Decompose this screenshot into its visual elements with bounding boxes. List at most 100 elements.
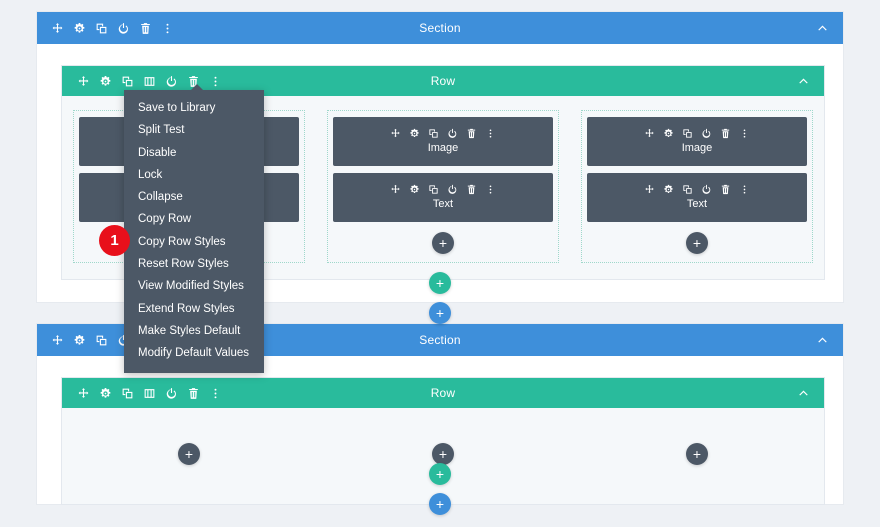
- column-3[interactable]: Image Text +: [581, 110, 813, 263]
- power-icon[interactable]: [447, 184, 458, 195]
- gear-icon[interactable]: [99, 75, 112, 88]
- menu-item-copy-row-styles[interactable]: Copy Row Styles: [138, 235, 226, 248]
- move-icon[interactable]: [77, 387, 90, 400]
- section-header-1[interactable]: Section: [37, 12, 843, 44]
- move-icon[interactable]: [51, 334, 64, 347]
- power-icon[interactable]: [447, 128, 458, 139]
- module-block[interactable]: Image: [333, 117, 553, 166]
- menu-item-save-to-library[interactable]: Save to Library: [138, 102, 216, 114]
- column-1[interactable]: +: [73, 434, 305, 474]
- module-block[interactable]: Text: [587, 173, 807, 222]
- chevron-up-icon[interactable]: [816, 334, 829, 347]
- gear-icon[interactable]: [663, 184, 674, 195]
- trash-icon[interactable]: [466, 128, 477, 139]
- columns-icon[interactable]: [143, 75, 156, 88]
- module-toolbar: [390, 128, 496, 139]
- row-header-2[interactable]: Row: [62, 378, 824, 408]
- vertical-dots-icon[interactable]: [161, 22, 174, 35]
- column-3[interactable]: +: [581, 434, 813, 474]
- add-module-label: +: [692, 234, 702, 251]
- duplicate-icon[interactable]: [121, 387, 134, 400]
- section-title: Section: [419, 21, 461, 35]
- add-module-label: +: [692, 445, 702, 462]
- trash-icon[interactable]: [720, 184, 731, 195]
- module-block[interactable]: Text: [333, 173, 553, 222]
- trash-icon[interactable]: [139, 22, 152, 35]
- gear-icon[interactable]: [409, 128, 420, 139]
- context-menu-pointer: [190, 84, 204, 91]
- row-context-menu[interactable]: Save to Library Split Test Disable Lock …: [124, 84, 264, 373]
- add-module-button[interactable]: +: [178, 443, 200, 465]
- menu-item-disable[interactable]: Disable: [138, 146, 177, 159]
- menu-item-collapse[interactable]: Collapse: [138, 191, 183, 204]
- chevron-up-icon[interactable]: [797, 387, 810, 400]
- gear-icon[interactable]: [73, 334, 86, 347]
- vertical-dots-icon[interactable]: [739, 184, 750, 195]
- power-icon[interactable]: [701, 184, 712, 195]
- step-badge: 1: [99, 225, 130, 256]
- power-icon[interactable]: [117, 334, 130, 347]
- chevron-up-icon[interactable]: [816, 22, 829, 35]
- trash-icon[interactable]: [187, 75, 200, 88]
- column-2[interactable]: Image Text +: [327, 110, 559, 263]
- duplicate-icon[interactable]: [95, 334, 108, 347]
- move-icon[interactable]: [77, 75, 90, 88]
- duplicate-icon[interactable]: [428, 184, 439, 195]
- power-icon[interactable]: [701, 128, 712, 139]
- duplicate-icon[interactable]: [428, 128, 439, 139]
- add-module-label: +: [438, 234, 448, 251]
- module-toolbar: [390, 184, 496, 195]
- menu-item-split-test[interactable]: Split Test: [138, 124, 185, 137]
- columns-icon[interactable]: [143, 387, 156, 400]
- add-section-label: +: [435, 495, 445, 512]
- add-module-button[interactable]: +: [686, 232, 708, 254]
- vertical-dots-icon[interactable]: [485, 184, 496, 195]
- add-module-button[interactable]: +: [686, 443, 708, 465]
- add-row-button-2[interactable]: +: [429, 463, 451, 485]
- duplicate-icon[interactable]: [682, 128, 693, 139]
- trash-icon[interactable]: [466, 184, 477, 195]
- menu-item-copy-row[interactable]: Copy Row: [138, 213, 192, 226]
- power-icon[interactable]: [165, 75, 178, 88]
- trash-icon[interactable]: [720, 128, 731, 139]
- duplicate-icon[interactable]: [95, 22, 108, 35]
- menu-item-lock[interactable]: Lock: [138, 168, 163, 181]
- move-icon[interactable]: [644, 128, 655, 139]
- menu-item-make-styles-default[interactable]: Make Styles Default: [138, 324, 241, 337]
- power-icon[interactable]: [165, 387, 178, 400]
- gear-icon[interactable]: [73, 22, 86, 35]
- menu-item-extend-row-styles[interactable]: Extend Row Styles: [138, 302, 235, 315]
- add-module-button[interactable]: +: [432, 232, 454, 254]
- add-section-button-2[interactable]: +: [429, 493, 451, 515]
- vertical-dots-icon[interactable]: [209, 75, 222, 88]
- move-icon[interactable]: [51, 22, 64, 35]
- vertical-dots-icon[interactable]: [209, 387, 222, 400]
- section-title: Section: [419, 333, 461, 347]
- module-block[interactable]: Image: [587, 117, 807, 166]
- add-module-button[interactable]: +: [432, 443, 454, 465]
- menu-item-modify-default-values[interactable]: Modify Default Values: [138, 347, 250, 360]
- vertical-dots-icon[interactable]: [485, 128, 496, 139]
- move-icon[interactable]: [644, 184, 655, 195]
- gear-icon[interactable]: [663, 128, 674, 139]
- move-icon[interactable]: [390, 128, 401, 139]
- menu-item-reset-row-styles[interactable]: Reset Row Styles: [138, 258, 229, 271]
- add-row-button-1[interactable]: +: [429, 272, 451, 294]
- row-toolbar-2: [62, 387, 222, 400]
- add-section-button-1[interactable]: +: [429, 302, 451, 324]
- menu-item-view-modified-styles[interactable]: View Modified Styles: [138, 280, 244, 293]
- module-toolbar: [644, 184, 750, 195]
- chevron-up-icon[interactable]: [797, 75, 810, 88]
- vertical-dots-icon[interactable]: [739, 128, 750, 139]
- trash-icon[interactable]: [187, 387, 200, 400]
- gear-icon[interactable]: [99, 387, 112, 400]
- row-title: Row: [430, 74, 456, 88]
- duplicate-icon[interactable]: [121, 75, 134, 88]
- move-icon[interactable]: [390, 184, 401, 195]
- column-2[interactable]: +: [327, 434, 559, 474]
- power-icon[interactable]: [117, 22, 130, 35]
- duplicate-icon[interactable]: [682, 184, 693, 195]
- add-section-label: +: [435, 304, 445, 321]
- gear-icon[interactable]: [409, 184, 420, 195]
